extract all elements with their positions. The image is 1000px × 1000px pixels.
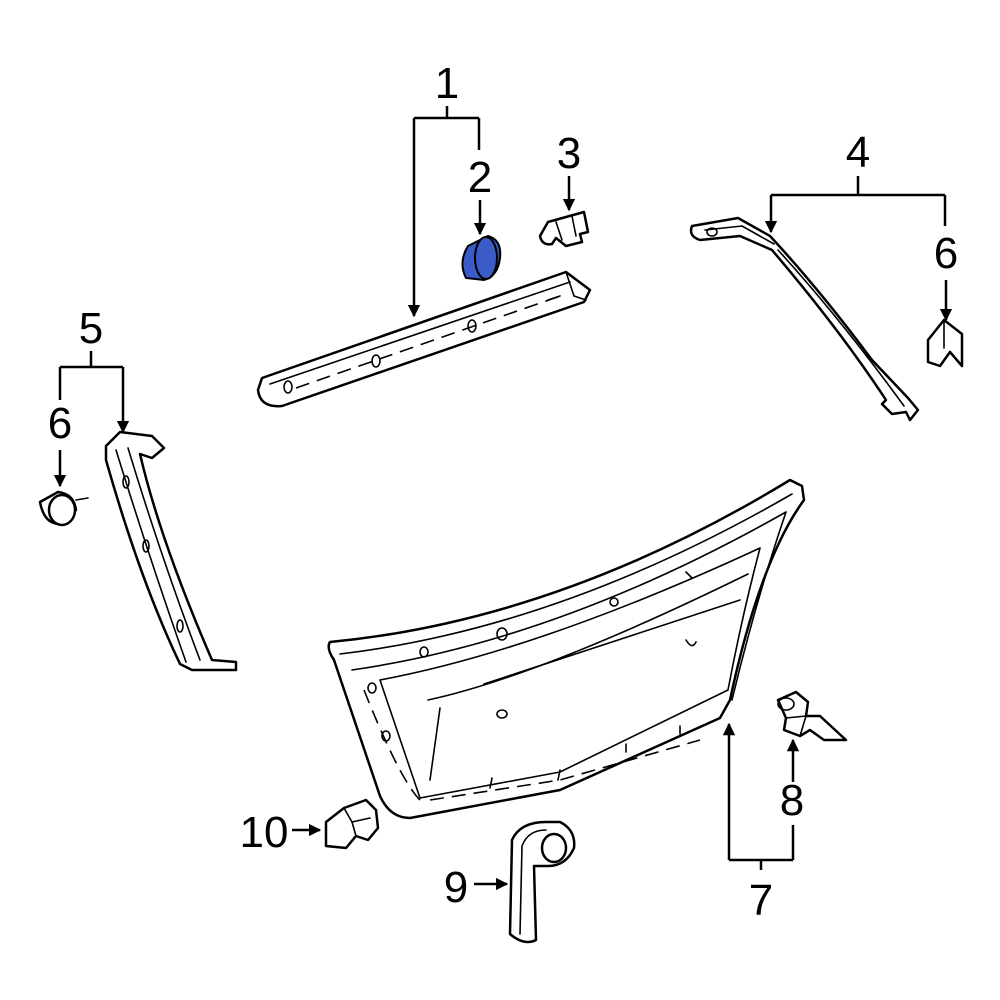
retainer-clip [538,210,590,248]
cap-left [38,490,89,527]
callout-6-left: 6 [48,399,72,448]
callout-10: 10 [240,808,289,857]
right-side-trim [689,216,920,422]
callout-4: 4 [846,128,870,177]
left-side-trim [104,430,238,672]
callout-5: 5 [79,304,103,353]
callout-2: 2 [468,153,492,202]
push-pin-fastener [776,690,848,742]
liftgate-trim-panel [327,478,806,820]
cap-highlighted [461,234,502,282]
callout-7: 7 [749,876,773,925]
callout-8: 8 [780,776,804,825]
wedge-clip-right [926,318,964,368]
callout-1: 1 [435,59,459,108]
pull-handle [508,820,576,944]
bumper-stop [324,798,380,850]
callout-3: 3 [557,129,581,178]
upper-garnish-molding [256,270,592,408]
callout-6-right: 6 [934,229,958,278]
callout-9: 9 [444,863,468,912]
leader-lines [53,106,953,891]
